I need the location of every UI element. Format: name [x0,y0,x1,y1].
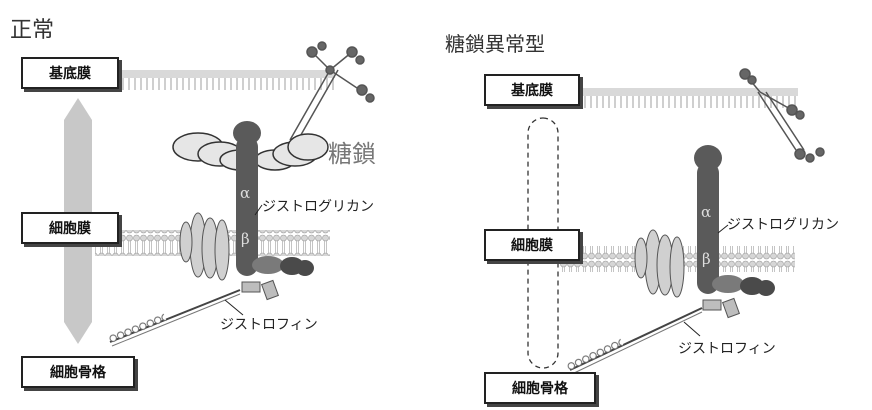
abnormal-dystrophin-rod-shadow [571,311,703,375]
normal-title: 正常 [10,18,55,43]
normal-sugar-chains [172,132,329,171]
abnormal-dystrophin-leader [683,321,701,337]
abnormal-beta-label: β [702,250,711,268]
abnormal-dystrophin-label: ジストロフィン [678,341,776,357]
abnormal-panel [527,68,825,375]
abnormal-laminin [739,68,825,163]
normal-intracellular-complex [241,256,314,301]
normal-beta-label: β [241,230,250,248]
normal-basement-membrane-band [95,70,335,78]
normal-dystroglycan [233,121,261,276]
normal-dystroglycan-leader [254,204,263,216]
normal-dystroglycan-label: ジストログリカン [262,199,374,215]
abnormal-intracellular-complex [702,275,775,319]
normal-cell-membrane-label: 細胞膜 [21,212,119,244]
normal-laminin [289,41,375,141]
abnormal-dystroglycan [694,145,722,294]
normal-basement-membrane-label: 基底膜 [21,57,119,89]
abnormal-cell-membrane-label: 細胞膜 [484,229,580,261]
normal-cytoskeleton-label: 細胞骨格 [21,356,135,388]
abnormal-dystroglycan-label: ジストログリカン [727,217,839,233]
abnormal-actin-filament [566,338,624,372]
abnormal-sarcoglycans [634,229,685,298]
normal-basement-membrane-fringe [95,78,335,90]
abnormal-dystroglycan-leader [717,224,729,234]
abnormal-cytoskeleton-label: 細胞骨格 [484,372,596,404]
abnormal-basement-membrane-fringe [558,96,798,108]
abnormal-title: 糖鎖異常型 [445,32,545,56]
abnormal-basement-membrane-label: 基底膜 [484,74,580,106]
normal-alpha-label: α [240,184,251,202]
normal-dystrophin-label: ジストロフィン [220,317,318,333]
normal-dystrophin-rod-shadow [111,293,241,347]
normal-actin-filament [108,313,167,344]
normal-sugar-chain-label: 糖鎖 [328,140,376,168]
normal-sarcoglycans [179,212,230,281]
normal-dystrophin-leader [224,299,244,316]
abnormal-alpha-label: α [701,203,712,221]
abnormal-basement-membrane-band [558,88,798,96]
